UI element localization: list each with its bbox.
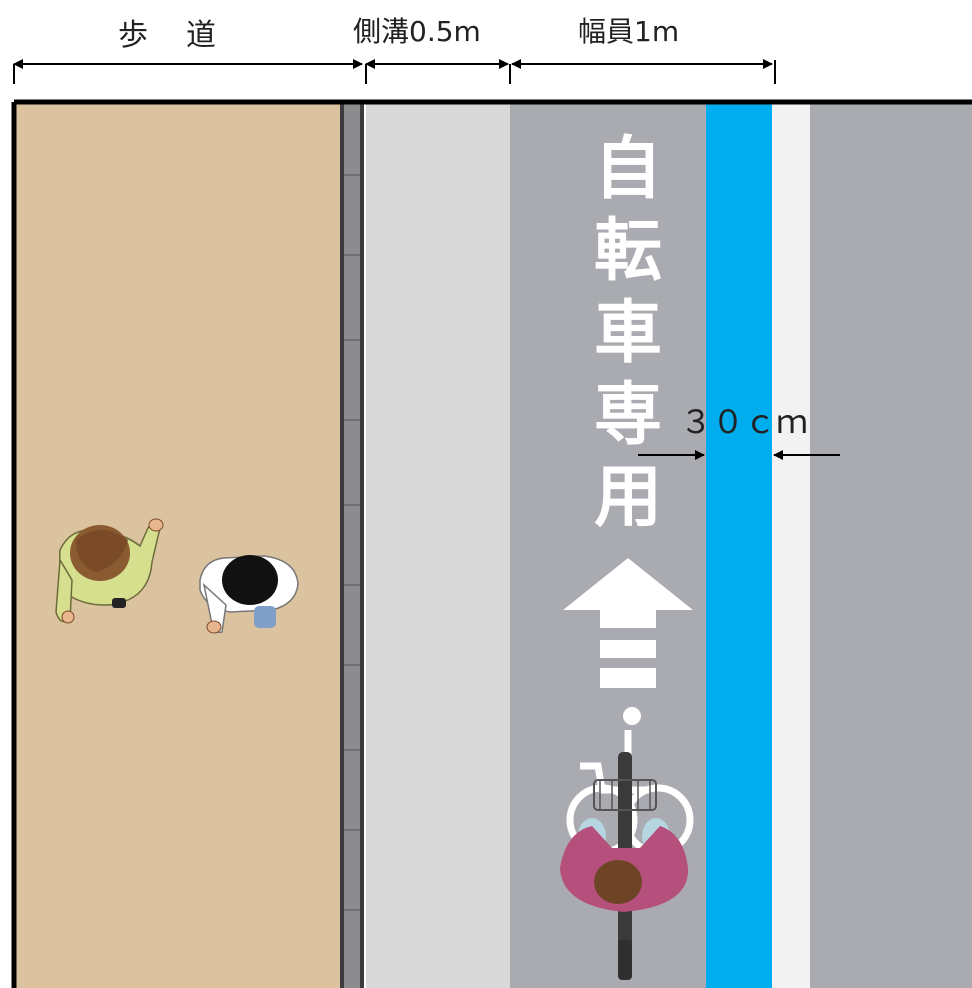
cyclist-icon (560, 752, 689, 980)
white-lane-line (772, 102, 810, 988)
road-marking-text: 自 転 車 専 用 (594, 130, 662, 537)
marking-char: 車 (594, 294, 662, 373)
pedestrian-icon (55, 518, 164, 624)
lane-width-label: 幅員1m (578, 15, 680, 48)
marking-char: 自 (594, 130, 662, 209)
sidewalk-width-label: 歩 道 (118, 18, 220, 53)
gutter-width-label: 側溝0.5m (353, 15, 481, 48)
pedestrian-icon (199, 555, 299, 634)
marking-char: 専 (594, 376, 662, 455)
gutter (366, 102, 510, 988)
marking-char: 転 (594, 212, 662, 291)
arrow-up-icon (563, 558, 693, 688)
marking-char: 用 (594, 458, 662, 537)
dimension-lines (13, 59, 776, 84)
blue-lane-line (706, 102, 772, 988)
line-width-label: ３０ｃｍ (680, 403, 808, 441)
